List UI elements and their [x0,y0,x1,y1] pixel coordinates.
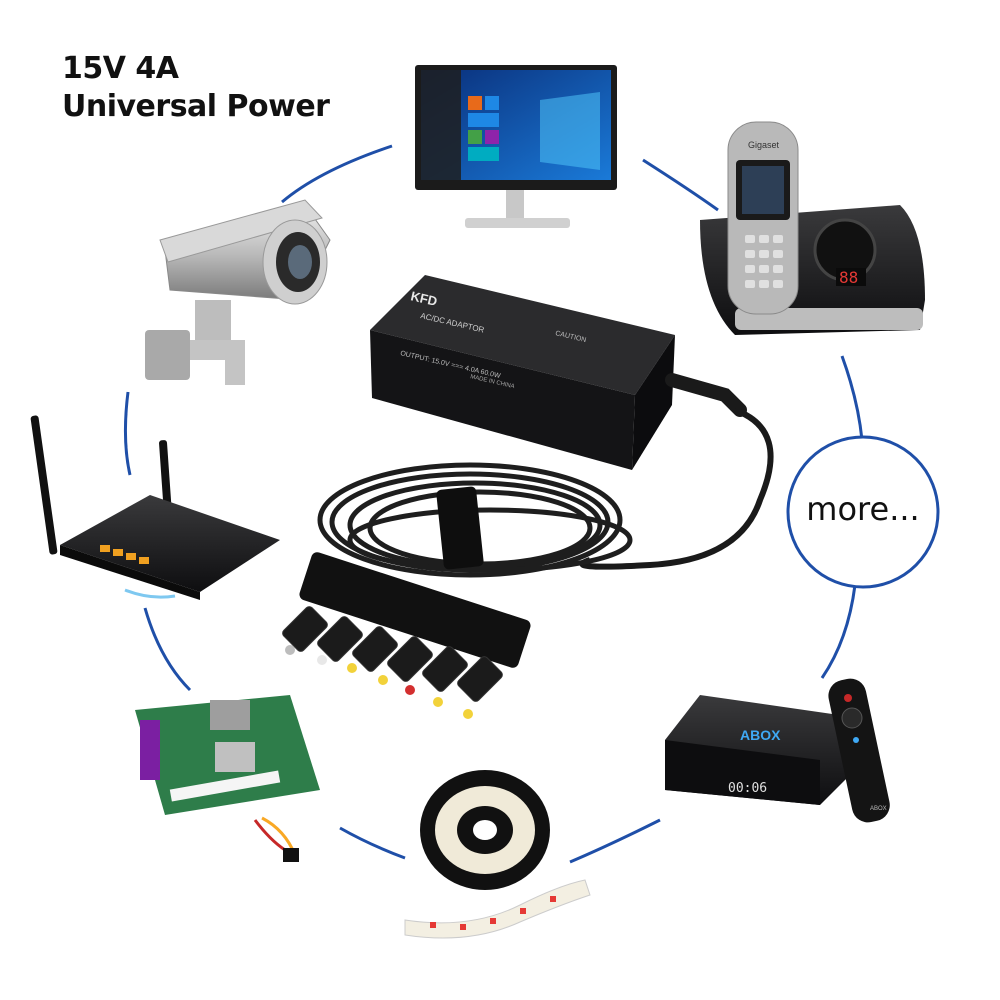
arc-router-board [143,607,192,692]
headline: 15V 4A Universal Power [62,50,330,126]
motherboard-icon [135,695,320,862]
phone-display: 88 [839,268,858,287]
monitor-icon [415,65,617,228]
arc-phone-more [840,355,864,441]
dc-tips-icon [282,552,531,719]
cordless-phone-icon: Gigaset 88 [700,121,925,335]
remote-brand: ABOX [870,806,887,812]
headline-line-1: 15V 4A [62,51,179,86]
remote-control-icon: ABOX [828,678,890,823]
led-strip-icon [404,770,591,939]
phone-brand: Gigaset [748,140,780,150]
arc-camera-router [123,391,132,476]
cctv-camera-icon [145,199,331,385]
arc-monitor-camera [281,144,393,204]
adapter-brand: KFD [409,288,438,309]
power-adapter-icon: KFD AC/DC ADAPTOR OUTPUT: 15.0V === 4.0A… [317,275,774,578]
more-circle [786,435,940,589]
router-icon [30,415,280,600]
tv-box-icon: ABOX 00:06 [665,695,860,805]
tvbox-brand: ABOX [740,727,781,743]
circle-arcs [123,144,864,864]
more-label: more... [806,490,920,528]
tvbox-clock: 00:06 [728,781,767,796]
arc-monitor-phone [642,158,719,212]
arc-more-box [820,584,857,679]
headline-line-2: Universal Power [62,89,330,124]
arc-board-led [339,826,406,860]
arc-led-box [569,818,661,864]
